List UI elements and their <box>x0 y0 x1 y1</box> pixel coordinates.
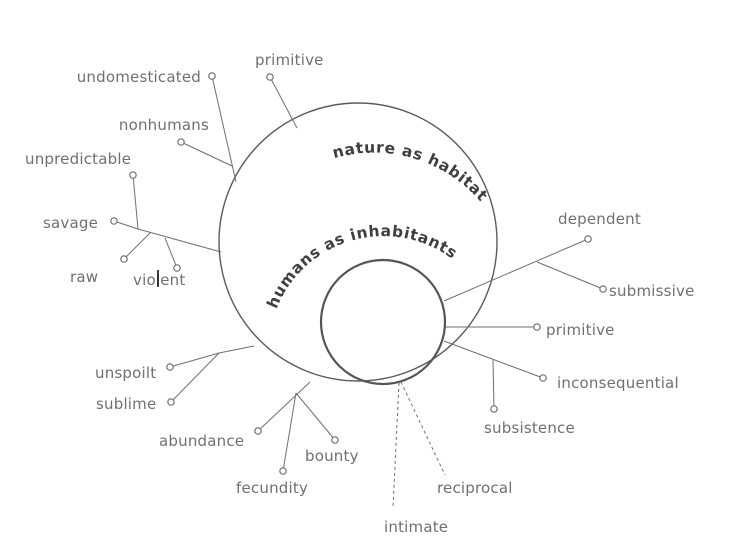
label-inconsequential: inconsequential <box>557 374 679 392</box>
label-reciprocal: reciprocal <box>437 479 513 497</box>
label-unpredictable: unpredictable <box>25 150 131 168</box>
label-dependent: dependent <box>558 210 641 228</box>
upper-left-branches <box>113 75 298 269</box>
label-abundance: abundance <box>159 432 244 450</box>
right-branches <box>392 238 604 509</box>
label-nonhumans: nonhumans <box>119 116 209 134</box>
outer-circle-title: nature as habitat <box>331 138 492 204</box>
label-unspoilt: unspoilt <box>95 364 156 382</box>
terminal-nodes <box>110 72 607 475</box>
label-fecundity: fecundity <box>236 479 308 497</box>
label-raw: raw <box>70 268 98 286</box>
label-intimate: intimate <box>384 518 448 536</box>
label-bounty: bounty <box>305 447 359 465</box>
label-subsistence: subsistence <box>484 419 575 437</box>
inner-circle-humans <box>319 258 447 386</box>
outer-circle-nature <box>218 102 498 382</box>
label-sublime: sublime <box>96 395 156 413</box>
lower-left-branches <box>169 345 336 472</box>
label-savage: savage <box>43 214 98 232</box>
label-undomesticated: undomesticated <box>77 68 201 86</box>
label-submissive: submissive <box>609 282 695 300</box>
label-primitive-top: primitive <box>255 51 324 69</box>
label-violent: violent <box>133 271 185 289</box>
inner-circle-title: humans as inhabitants <box>263 222 460 311</box>
label-primitive-right: primitive <box>546 321 615 339</box>
